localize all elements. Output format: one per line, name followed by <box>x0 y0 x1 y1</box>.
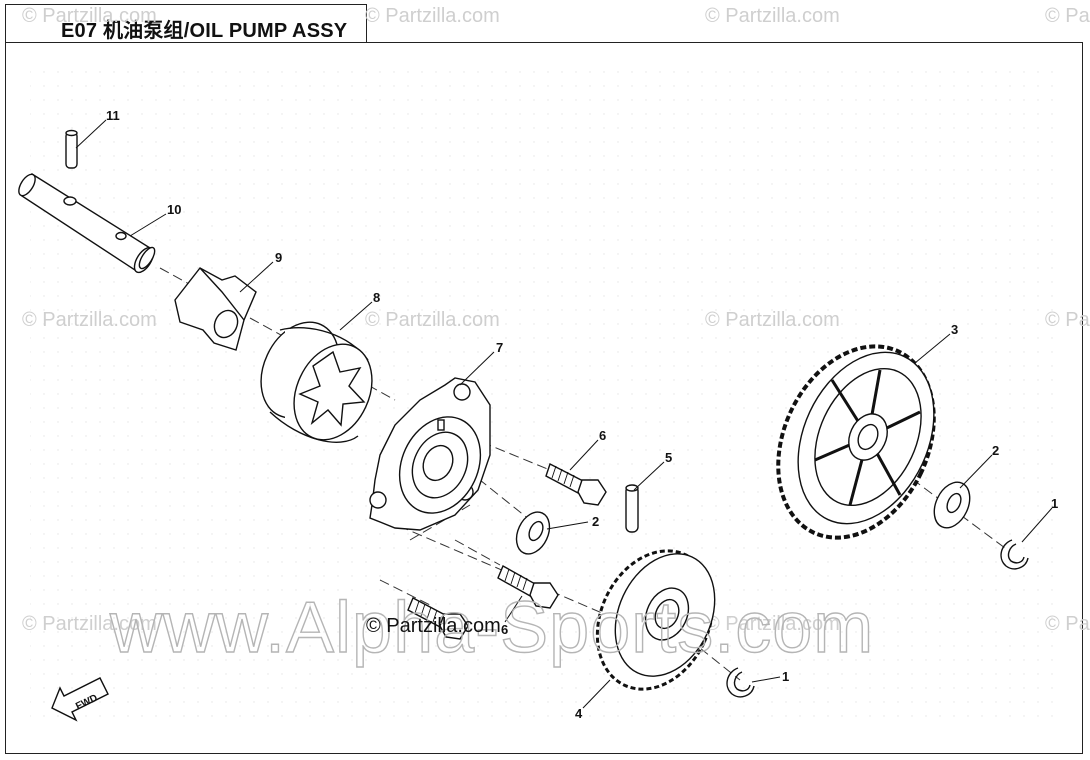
watermark-text: © Partzilla.com <box>1045 5 1090 27</box>
part-4-small-gear <box>595 549 716 691</box>
part-11-pin <box>65 129 78 169</box>
watermark-text: © Partzilla.com <box>22 5 157 27</box>
part-2-washer-left <box>515 511 551 555</box>
callout-4: 4 <box>575 706 583 721</box>
callout-9: 9 <box>275 250 282 265</box>
part-5-dowel <box>625 484 639 533</box>
part-1-circlip-upper <box>1000 539 1029 570</box>
part-6-bolt-lower <box>407 597 469 640</box>
watermark-text: © Partzilla.com <box>1045 309 1090 331</box>
part-2-washer-right <box>933 481 971 529</box>
diagram-title: E07 机油泵组/OIL PUMP ASSY <box>61 20 348 42</box>
callout-2-right: 2 <box>992 443 999 458</box>
part-3-large-gear <box>776 344 936 540</box>
callout-5: 5 <box>665 450 672 465</box>
callout-11: 11 <box>106 108 120 123</box>
big-watermark: www.Alpha-Sports.com <box>109 588 874 668</box>
watermark-text: © Partzilla.com <box>705 309 840 331</box>
part-8-outer-rotor <box>260 321 373 448</box>
callout-7: 7 <box>496 340 503 355</box>
watermark-text: © Partzilla.com <box>705 613 840 635</box>
callout-1-upper: 1 <box>1051 496 1058 511</box>
watermark-text: © Partzilla.com <box>705 5 840 27</box>
callout-3: 3 <box>951 322 958 337</box>
callout-6-upper: 6 <box>599 428 606 443</box>
watermark-text: © Partzilla.com <box>22 309 157 331</box>
part-10-shaft <box>18 172 156 274</box>
callout-10: 10 <box>167 202 181 217</box>
title-box: E07 机油泵组/OIL PUMP ASSY <box>5 4 367 43</box>
watermark-text: © Partzilla.com <box>365 309 500 331</box>
watermark-text: © Partzilla.com <box>365 5 500 27</box>
watermark-group: © Partzilla.com © Partzilla.com © Partzi… <box>22 5 1090 635</box>
watermark-text: © Partzilla.com <box>1045 613 1090 635</box>
callout-2-left: 2 <box>592 514 599 529</box>
part-1-circlip-lower <box>726 667 755 698</box>
callout-6-lower: 6 <box>501 622 508 637</box>
part-9-coupling <box>174 267 257 351</box>
partzilla-center-label: © Partzilla.com <box>366 615 501 637</box>
callout-8: 8 <box>373 290 380 305</box>
part-6-bolt-upper <box>545 463 607 506</box>
watermark-text: © Partzilla.com <box>22 613 157 635</box>
part-7-pump-body <box>369 377 491 531</box>
callout-labels: 11 10 9 8 7 6 5 2 6 4 1 3 2 1 <box>106 108 1058 721</box>
drawing-frame <box>5 42 1083 754</box>
callout-1-lower: 1 <box>782 669 789 684</box>
part-6-bolt-middle <box>497 565 559 609</box>
leader-lines <box>75 119 1053 709</box>
